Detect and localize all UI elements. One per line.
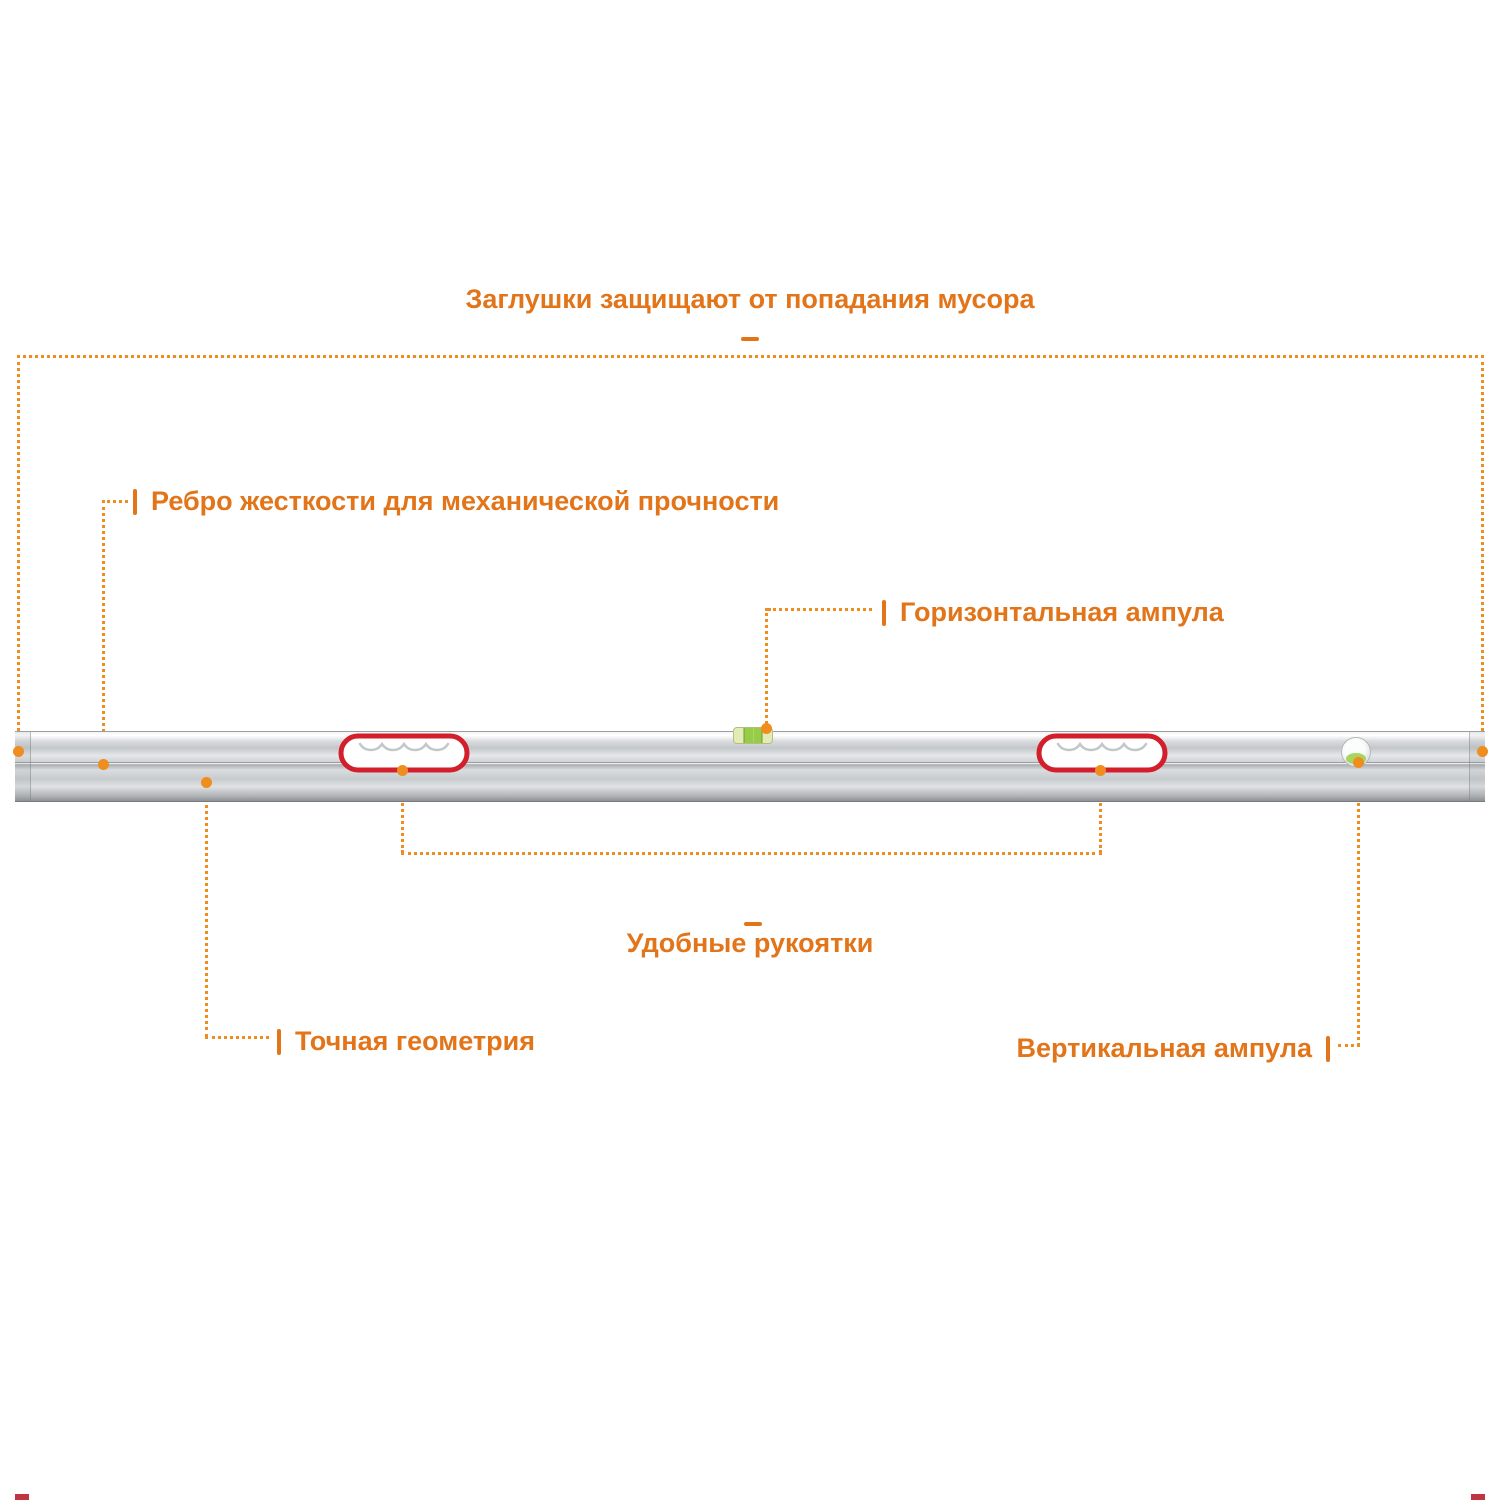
caps-dot-right (1477, 746, 1488, 757)
rib-leader-v (102, 500, 105, 762)
finger-grooves-icon (1056, 741, 1148, 752)
geometry-label-text: Точная геометрия (295, 1026, 535, 1056)
geometry-leader-v (205, 786, 208, 1038)
geometry-leader-h (205, 1036, 269, 1039)
caps-label: Заглушки защищают от попадания мусора (465, 284, 1035, 314)
end-cap-left (15, 732, 31, 801)
handles-dot-right (1095, 765, 1106, 776)
geometry-label-tick (277, 1028, 281, 1055)
rib-dot (98, 759, 109, 770)
handles-tick (744, 922, 762, 926)
rib-leader-h (102, 500, 128, 503)
caps-tick (741, 337, 759, 341)
horizontal-vial-leader-v (765, 608, 768, 724)
caps-leader-right (1481, 355, 1484, 750)
horizontal-vial-dot (761, 723, 772, 734)
vertical-vial-dot (1353, 757, 1364, 768)
level-rib-highlight (15, 763, 1485, 764)
handles-leader-left (401, 774, 404, 853)
vertical-vial-label-text: Вертикальная ампула (1016, 1033, 1312, 1063)
handles-leader-bottom (401, 852, 1102, 855)
end-cap-right (1469, 732, 1485, 801)
horizontal-vial-label-tick (882, 599, 886, 626)
red-working-edge-right (1471, 1494, 1485, 1500)
handles-leader-right (1099, 774, 1102, 853)
rib-label-tick (133, 488, 137, 515)
handle-right-cutout (1036, 733, 1168, 773)
horizontal-vial-label: Горизонтальная ампула (882, 597, 1224, 628)
level-rib-groove (15, 762, 1485, 763)
vertical-vial-label: Вертикальная ампула (1017, 1033, 1330, 1064)
rib-label: Ребро жесткости для механической прочнос… (133, 486, 779, 517)
caps-leader-left (17, 355, 20, 750)
rib-label-text: Ребро жесткости для механической прочнос… (151, 486, 780, 516)
finger-grooves-icon (358, 741, 450, 752)
vertical-vial-leader-v (1357, 768, 1360, 1046)
handles-dot-left (397, 765, 408, 776)
vertical-vial-leader-h (1338, 1044, 1360, 1047)
geometry-label: Точная геометрия (277, 1026, 535, 1057)
vertical-vial-label-tick (1326, 1035, 1330, 1062)
red-working-edge-left (15, 1494, 29, 1500)
handles-label: Удобные рукоятки (626, 928, 874, 958)
geometry-dot (201, 777, 212, 788)
horizontal-vial-leader-h (768, 608, 872, 611)
caps-dot-left (13, 746, 24, 757)
horizontal-vial-label-text: Горизонтальная ампула (900, 597, 1224, 627)
caps-leader-line (17, 355, 1484, 358)
